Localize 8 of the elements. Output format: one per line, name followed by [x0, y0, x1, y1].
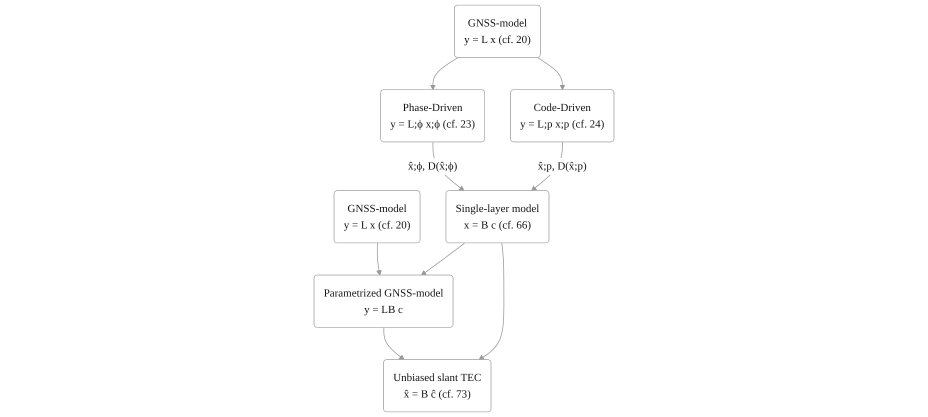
edge-label: x̂;ϕ, D(x̂;ϕ)	[408, 160, 458, 172]
edge-label: x̂;p, D(x̂;p)	[538, 160, 587, 172]
arrow	[383, 327, 405, 360]
arrow	[430, 57, 458, 90]
arrow	[420, 242, 465, 276]
arrow	[478, 242, 504, 360]
arrow	[537, 57, 566, 90]
arrow	[376, 242, 382, 276]
